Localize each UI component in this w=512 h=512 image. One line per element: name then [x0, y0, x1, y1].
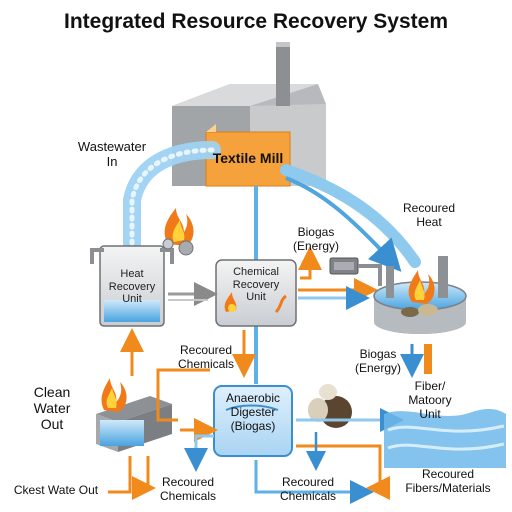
recovered-chemicals-left-label: Recoured Chemicals — [159, 475, 216, 503]
biogas-energy-top-label: Biogas (Energy) — [292, 225, 339, 253]
biogas-energy-right-label: Biogas (Energy) — [354, 347, 401, 375]
fiber-recovery-unit-label: Fiber/ Matoory Unit — [408, 379, 452, 421]
diagram-title: Integrated Resource Recovery System — [64, 10, 448, 33]
heat-recovery-unit-label: Heat Recovery Unit — [108, 268, 156, 306]
recovery-bath-shape — [373, 256, 467, 334]
textile-mill-label: Textile Mill — [212, 150, 284, 166]
mill-to-heat-pipe — [280, 164, 421, 268]
textile-mill-box — [205, 124, 291, 187]
pump-icon — [329, 257, 382, 286]
recovered-heat-label: Recoured Heat — [402, 201, 456, 229]
gear-icon — [178, 240, 194, 256]
anaerobic-digester-label: Anaerobic Digester (Biogas) — [225, 391, 281, 433]
heat-recovery-unit-shape — [90, 245, 174, 327]
anaerobic-digester-shape — [213, 385, 293, 457]
flame-icon-heat — [164, 208, 194, 246]
waste-water-out-label: Ckest Wate Out — [13, 483, 99, 497]
recovered-chemicals-mid-label: Recoured Chemicals — [177, 343, 234, 371]
wastewater-in-label: Wastewater In — [77, 139, 147, 169]
clean-water-trough — [96, 378, 172, 452]
fiber-water-waves — [384, 408, 506, 468]
chemical-recovery-unit-label: Chemical Recovery Unit — [232, 266, 280, 304]
recovered-fibers-label: Recoured Fibers/Materials — [405, 467, 491, 495]
recovered-chemicals-bottom-label: Recoured Chemicals — [279, 475, 336, 503]
clean-water-out-label: Clean Water Out — [33, 384, 71, 433]
heat-bar — [424, 344, 432, 374]
chemical-recovery-unit-shape — [215, 259, 297, 327]
